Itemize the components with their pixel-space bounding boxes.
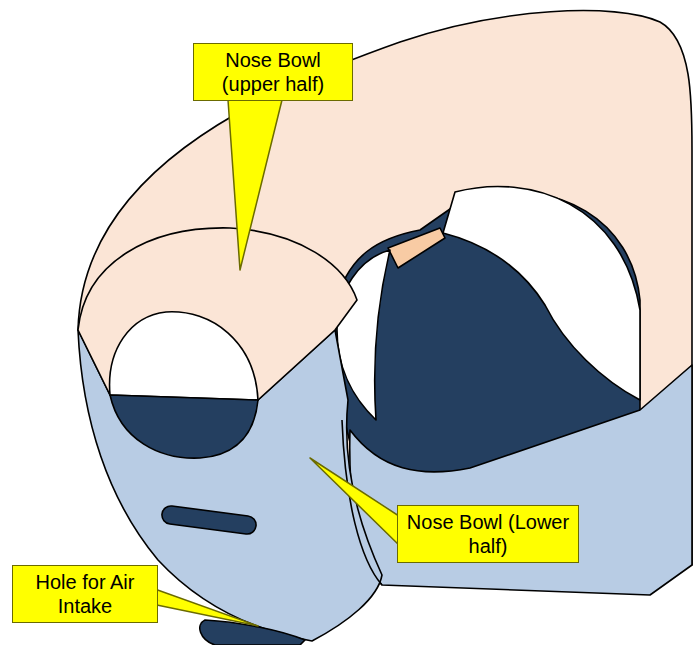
eye-recess [110,395,258,458]
eye-opening [110,312,258,400]
window-strip [388,228,445,268]
window-opening [443,186,640,400]
callout-pointer [310,458,402,548]
callout-pointer [228,100,282,270]
lower-band [350,365,692,595]
callout-text: Nose Bowl (Lower half) [406,510,570,558]
callout-box: Hole for Air Intake [12,565,158,623]
callout-text: Nose Bowl (upper half) [202,48,344,96]
nose-bowl-upper [78,228,357,400]
callout-pointer [152,588,258,626]
callout-box: Nose Bowl (upper half) [193,43,353,101]
callout-text: Hole for Air Intake [21,570,149,618]
callout-box: Nose Bowl (Lower half) [397,505,579,563]
slot-hole [162,506,256,534]
